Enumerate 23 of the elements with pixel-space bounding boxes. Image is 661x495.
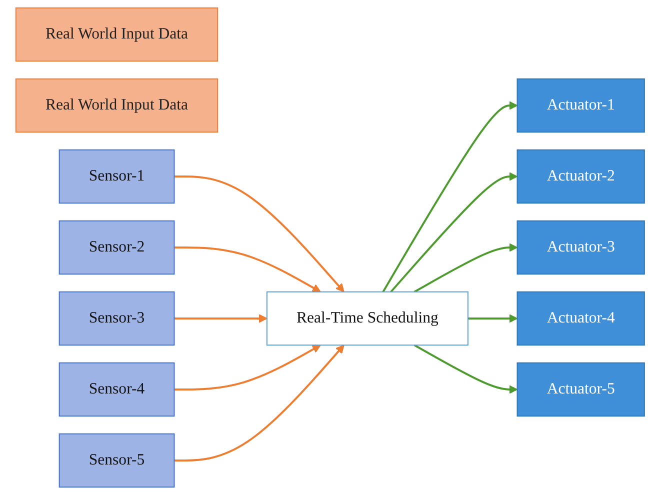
node-box: Actuator-3	[517, 220, 646, 275]
arrow	[468, 314, 518, 323]
node-box: Actuator-5	[517, 362, 646, 417]
arrow	[414, 344, 518, 394]
node-box: Sensor-2	[59, 220, 176, 275]
arrow	[174, 344, 322, 390]
arrow	[174, 314, 268, 323]
node-box: Actuator-4	[517, 291, 646, 346]
arrow	[414, 243, 518, 293]
arrow	[382, 101, 518, 292]
node-box: Real World Input Data	[16, 7, 218, 62]
node-box: Sensor-5	[59, 433, 176, 488]
arrow	[174, 344, 345, 462]
node-box: Sensor-1	[59, 149, 176, 204]
node-box: Actuator-2	[517, 149, 646, 204]
node-box: Real-Time Scheduling	[266, 291, 469, 346]
arrow	[174, 246, 322, 292]
node-box: Sensor-4	[59, 362, 176, 417]
arrow	[390, 172, 518, 293]
node-box: Actuator-1	[517, 78, 646, 133]
node-box: Real World Input Data	[16, 78, 218, 133]
node-box: Sensor-3	[59, 291, 176, 346]
arrow	[174, 176, 345, 292]
